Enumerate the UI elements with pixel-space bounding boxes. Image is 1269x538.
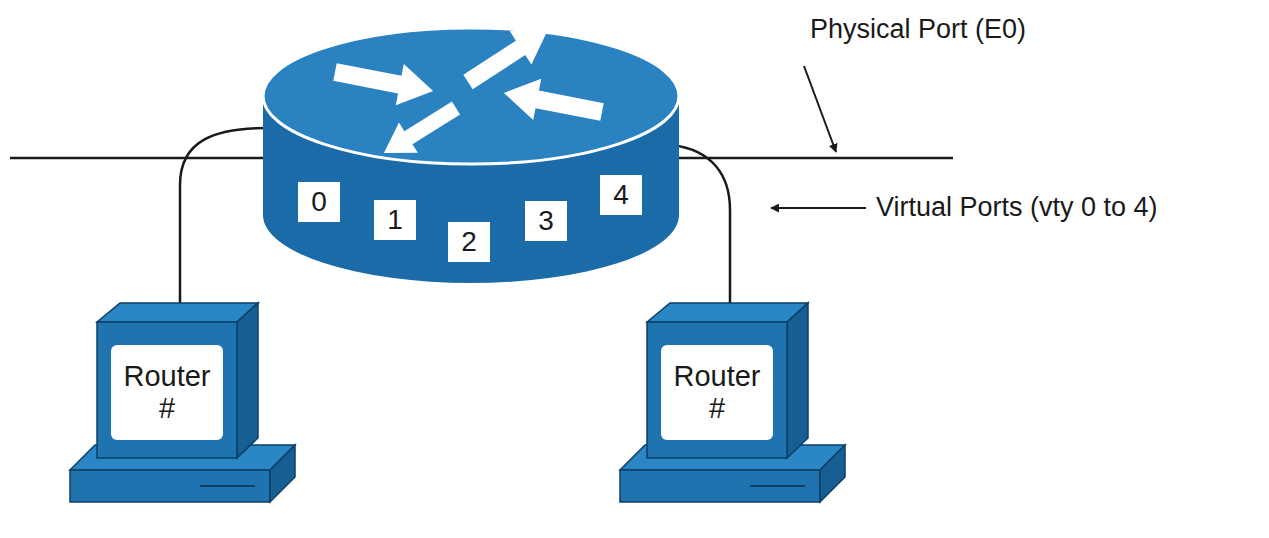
port-number: 3 (538, 206, 554, 237)
monitor-screen: Router # (111, 345, 223, 440)
computer (70, 303, 295, 502)
computer (620, 303, 845, 502)
port-number: 0 (311, 187, 327, 218)
port-number: 4 (613, 180, 629, 211)
leader-arrow (804, 66, 836, 152)
screen-text: Router # (666, 360, 768, 425)
router-arrow (457, 14, 558, 99)
router-top (263, 28, 679, 164)
callout-label: Virtual Ports (vty 0 to 4) (876, 192, 1158, 223)
router-arrow (374, 93, 465, 168)
callout-label: Physical Port (E0) (810, 14, 1026, 45)
vty-port-box: 1 (374, 200, 416, 240)
port-number: 1 (387, 205, 403, 236)
vty-port-box: 4 (600, 175, 642, 215)
port-number: 2 (461, 227, 477, 258)
screen-text: Router # (116, 360, 218, 425)
cable (180, 128, 268, 324)
vty-port-box: 3 (525, 201, 567, 241)
cable (672, 145, 730, 304)
router-arrow (331, 51, 437, 111)
monitor-screen: Router # (661, 345, 773, 440)
vty-port-box: 2 (448, 222, 490, 262)
vty-port-box: 0 (298, 182, 340, 222)
leader-arrow (771, 207, 866, 209)
router-arrow (500, 72, 606, 132)
